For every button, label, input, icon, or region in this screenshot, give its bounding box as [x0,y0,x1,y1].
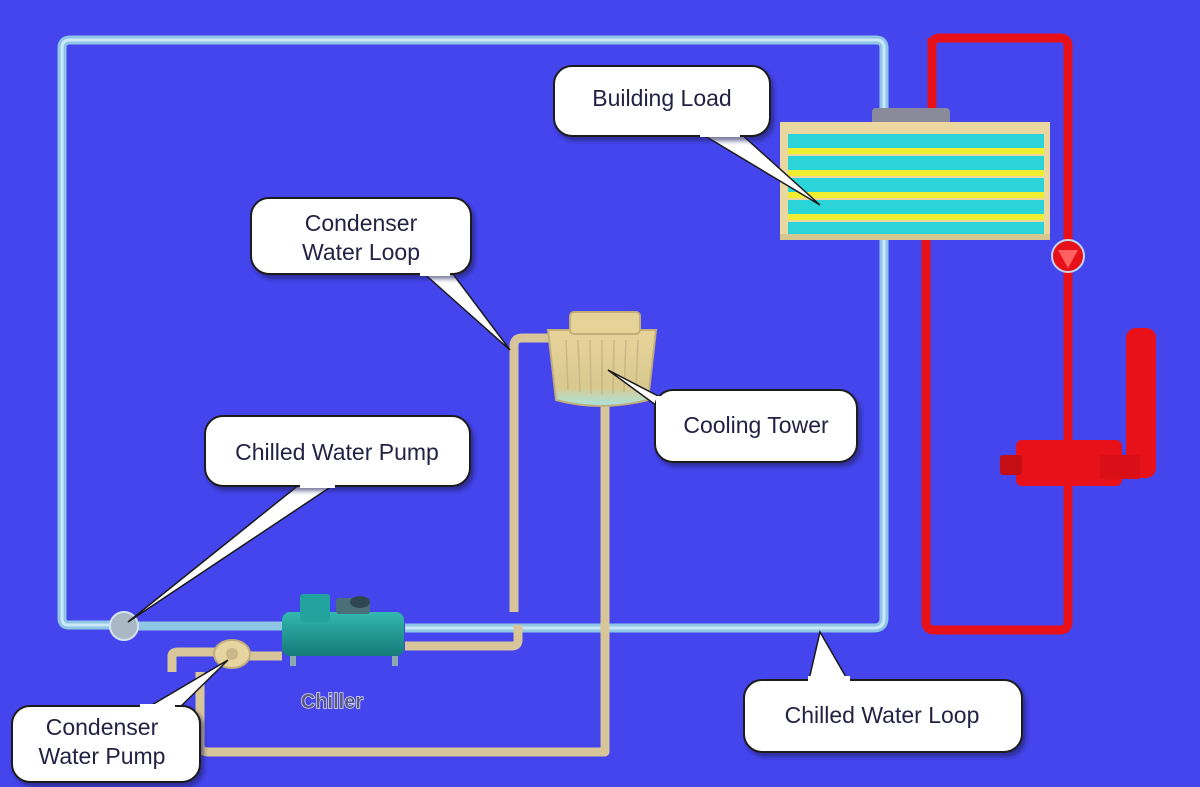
chiller-label: Chiller [301,691,363,713]
cooling-tower [546,311,658,407]
condenser-water-loop-callout: Condenser Water Loop [250,197,511,351]
building-load-callout: Building Load [553,65,821,206]
chilled-water-loop-callout: Chilled Water Loop [743,629,1023,753]
chilled-water-loop-pipe [57,35,889,633]
cooling-tower-label: Cooling Tower [683,412,829,438]
chilled-water-loop-label: Chilled Water Loop [785,702,980,728]
condenser-water-pump-label-line1: Condenser [46,714,159,740]
chilled-water-pump [109,611,139,641]
building-load-label: Building Load [592,85,731,111]
condenser-water-loop-label-line2: Water Loop [302,239,420,265]
hot-water-loop-pipe [921,33,1073,635]
boiler [1000,328,1156,486]
chilled-water-pump-label: Chilled Water Pump [235,439,439,465]
chilled-water-pump-callout: Chilled Water Pump [127,415,471,623]
hot-water-pump [1051,239,1085,273]
chiller [282,594,404,666]
building [780,108,1050,240]
condenser-water-pump [213,639,251,669]
condenser-water-loop-label-line1: Condenser [305,210,418,236]
cooling-tower-callout: Cooling Tower [607,369,858,463]
condenser-water-pump-callout: Condenser Water Pump [11,659,229,783]
condenser-water-pump-label-line2: Water Pump [39,743,166,769]
